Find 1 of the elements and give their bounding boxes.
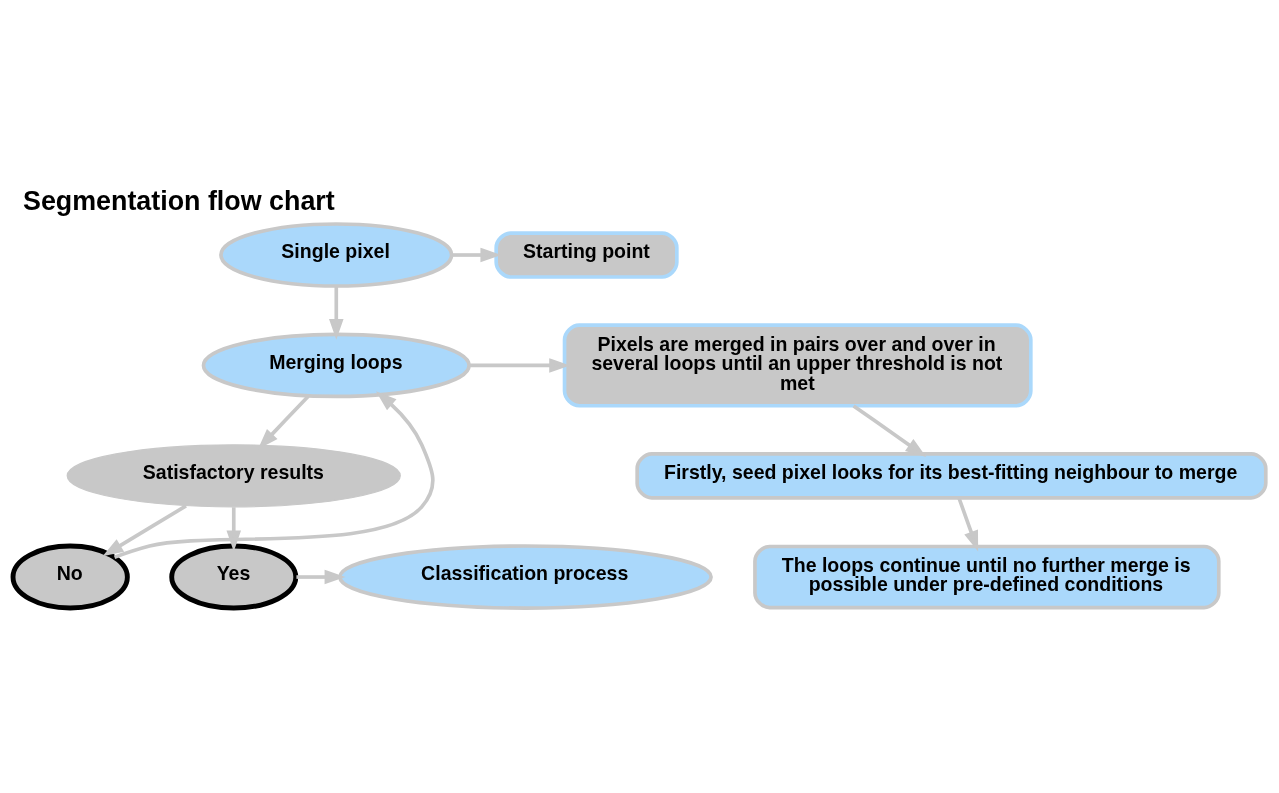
diagram-title: Segmentation flow chart xyxy=(22,186,335,217)
